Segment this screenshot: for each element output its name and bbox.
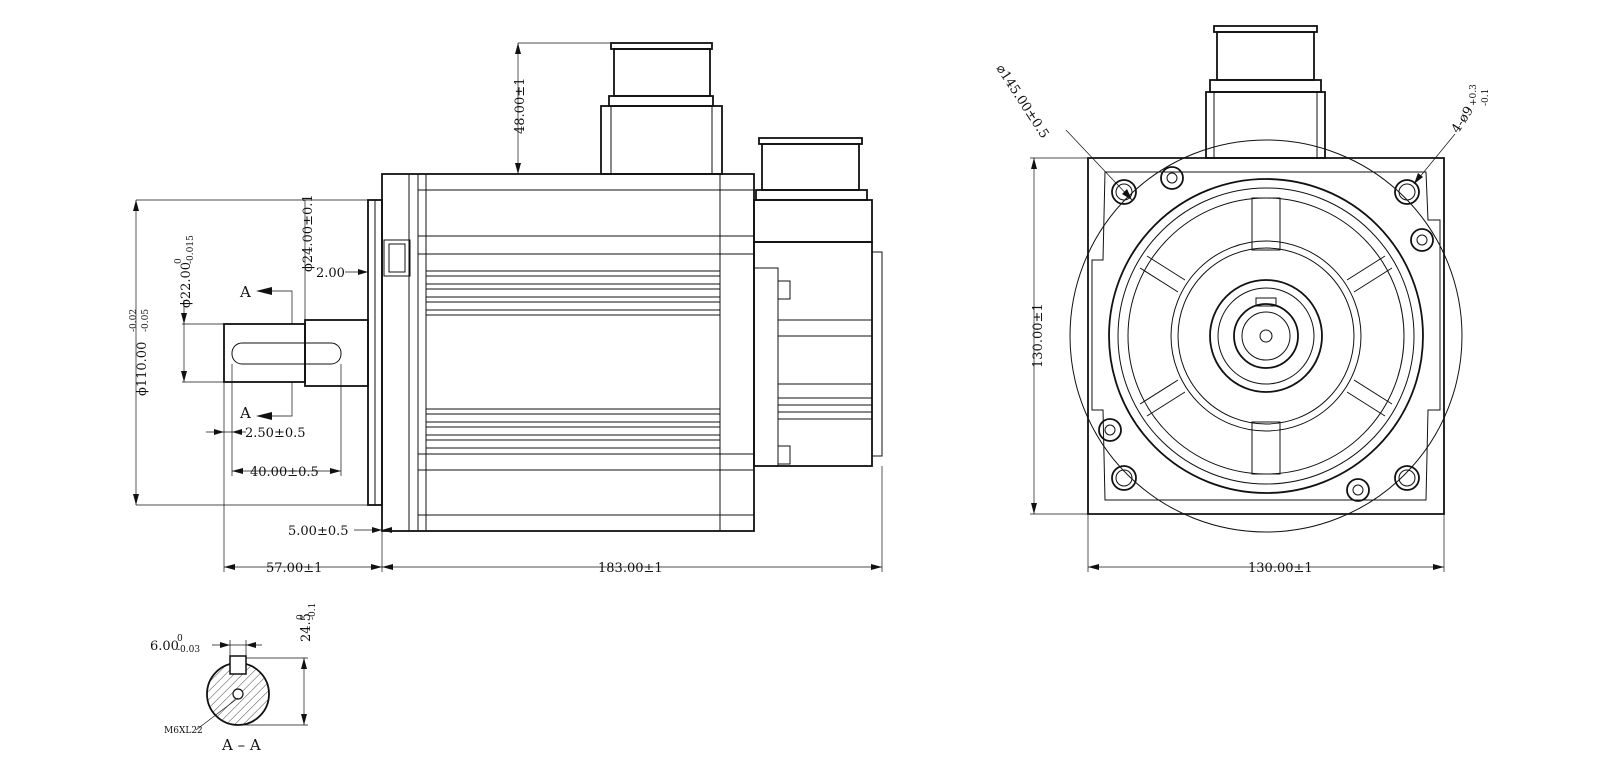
side-view: 48.00±1 ϕ24.00±0.1 2.00 A A ϕ110.00: [129, 42, 883, 576]
front-flange-outline: [1087, 157, 1445, 515]
dim-key-depth-label: 24.5: [299, 613, 314, 642]
section-label-bottom: A: [239, 404, 251, 422]
shaft-keyway: [231, 342, 342, 365]
dim-flange-tol-upper: -0.02: [129, 309, 139, 332]
dim-flange-tol-lower: -0.05: [141, 309, 151, 332]
dim-shaft-length-label: 57.00±1: [266, 561, 322, 576]
bolts: [1098, 166, 1434, 502]
dim-connector-height: 48.00±1: [513, 42, 611, 174]
dim-key-offset-label: 2.50±0.5: [245, 426, 306, 441]
dim-front-width: 130.00±1: [1087, 514, 1445, 576]
dim-key-depth-tol-upper: 0: [296, 614, 306, 620]
rear-cover: [753, 241, 883, 467]
mounting-holes: [1111, 179, 1420, 491]
motor-body: [381, 173, 755, 532]
front-connector: [1205, 25, 1326, 159]
dim-pcd-label: ⌀145.00±0.5: [993, 62, 1052, 141]
dim-key-length: 40.00±0.5: [232, 465, 341, 480]
shaft-shoulder: [304, 319, 369, 387]
dim-key-depth-tol-lower: -0.1: [308, 603, 318, 620]
dim-key-length-label: 40.00±0.5: [250, 465, 319, 480]
dim-holes-tol-lower: -0.1: [1481, 89, 1491, 106]
dim-key-width-tol-upper: 0: [177, 634, 183, 644]
dim-key-offset: 2.50±0.5: [206, 364, 342, 476]
section-title: A – A: [221, 736, 261, 754]
dim-shoulder-diameter-label: ϕ24.00±0.1: [301, 194, 316, 272]
power-connector: [600, 42, 723, 175]
cooling-fins-bottom: [426, 408, 720, 449]
section-label-top: A: [239, 283, 251, 301]
housing-ribs: [1139, 197, 1393, 475]
dim-front-width-label: 130.00±1: [1248, 561, 1313, 576]
dim-key-width-label: 6.00: [150, 639, 179, 654]
dim-body-length-label: 183.00±1: [598, 561, 663, 576]
section-view: 6.00 0 -0.03 24.5 0 -0.1 M6XL22 A – A: [150, 603, 318, 754]
dim-connector-height-label: 48.00±1: [513, 78, 528, 134]
dim-shoulder-step-label: 2.00: [316, 266, 345, 281]
section-marker: A A: [239, 283, 293, 422]
dim-shaft-tol-lower: -0.015: [186, 235, 196, 264]
dim-shaft-diameter-label: ϕ22.00: [179, 262, 194, 308]
dim-shaft-diameter: ϕ22.00 0 -0.015: [174, 235, 224, 383]
dim-flange-thickness: 5.00±0.5: [288, 524, 392, 539]
encoder-connector: [753, 137, 873, 243]
dim-front-height-label: 130.00±1: [1031, 303, 1046, 368]
dim-flange-diameter: ϕ110.00 -0.02 -0.05: [129, 199, 368, 506]
dim-shaft-tol-upper: 0: [174, 258, 184, 264]
dim-shoulder-diameter: ϕ24.00±0.1 2.00: [301, 194, 368, 386]
dim-key-width-tol-lower: -0.03: [177, 645, 200, 655]
dim-holes: 4-ø9 +0.3 -0.1: [1413, 84, 1491, 185]
dim-flange-thickness-label: 5.00±0.5: [288, 524, 349, 539]
cooling-fins-top: [426, 270, 720, 316]
section-keyway: [229, 655, 247, 675]
dim-holes-label: 4-ø9: [1449, 104, 1477, 136]
dim-pcd: ⌀145.00±0.5: [993, 62, 1133, 201]
dim-flange-diameter-label: ϕ110.00: [135, 342, 150, 396]
dim-holes-tol-upper: +0.3: [1469, 84, 1479, 106]
thread-label: M6XL22: [164, 726, 203, 736]
dim-front-height: 130.00±1: [1030, 157, 1088, 515]
shaft: [223, 323, 306, 383]
front-view: ⌀145.00±0.5 4-ø9 +0.3 -0.1 130.00±1 130.…: [993, 25, 1491, 576]
pcd-circle: [1069, 139, 1463, 533]
dim-lengths: 57.00±1 183.00±1: [223, 382, 883, 576]
